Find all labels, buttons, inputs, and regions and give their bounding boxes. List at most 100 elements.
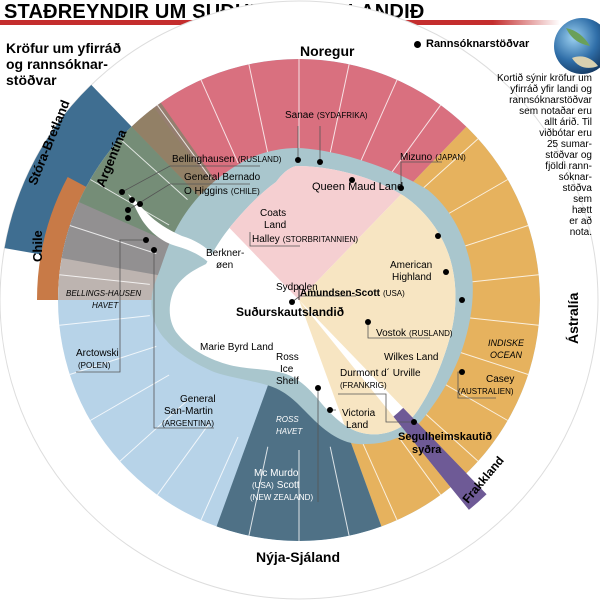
station-dot	[317, 159, 323, 165]
label-american-highland-2: Highland	[392, 272, 431, 283]
label-ross-sea-1: ROSS	[276, 415, 299, 424]
label-queen-maud-land: Queen Maud Land	[312, 181, 403, 193]
station-mcmurdo-2: (USA)Scott	[252, 480, 300, 491]
station-dot	[137, 201, 143, 207]
station-dot-icon	[414, 40, 421, 48]
station-mcmurdo-country-2: (NEW ZEALAND)	[250, 493, 313, 502]
label-wilkes-land: Wilkes Land	[384, 352, 438, 363]
station-dots	[119, 157, 465, 425]
station-dot	[289, 299, 295, 305]
label-ross-sea-2: HAVET	[276, 427, 303, 436]
label-bellingshausen-sea-2: HAVET	[92, 301, 119, 310]
grid-line	[248, 446, 269, 536]
station-dot	[129, 197, 135, 203]
label-center-antarctica: Suðurskautslandið	[236, 305, 344, 319]
station-bellingshausen: Bellinghausen(RUSLAND)	[172, 154, 282, 165]
grid-lines	[59, 59, 539, 541]
label-marie-byrd-land: Marie Byrd Land	[200, 342, 273, 353]
grid-line	[359, 79, 398, 164]
claim-france-wedge	[393, 407, 487, 510]
station-mizuno: Mizuno(JAPAN)	[400, 152, 466, 163]
station-dot	[125, 215, 131, 221]
grid-line	[59, 274, 150, 285]
continent-australia-part	[299, 166, 456, 435]
station-arctowski-name: Arctowski	[76, 348, 119, 359]
claim-uk-band	[4, 84, 132, 259]
claim-label-chile: Chile	[30, 230, 45, 262]
label-magnetic-pole-2: syðra	[412, 444, 442, 456]
label-coats-land-2: Land	[264, 220, 286, 231]
station-dot	[459, 297, 465, 303]
grid-line	[329, 64, 350, 154]
station-mcmurdo-1: Mc Murdo	[254, 468, 299, 479]
station-dot	[315, 385, 321, 391]
station-arctowski-country: (POLEN)	[78, 361, 111, 370]
station-dot	[398, 185, 404, 191]
grid-line	[69, 225, 157, 255]
grid-line	[59, 315, 150, 326]
label-sydpolen: Sydpolen	[276, 282, 318, 293]
label-berkner-1: Berkner-	[206, 248, 244, 259]
grid-line	[119, 138, 188, 201]
antarctic-peninsula	[128, 194, 216, 268]
label-berkner-2: øen	[216, 260, 233, 271]
claim-chile-band	[37, 176, 87, 300]
grid-line	[69, 345, 157, 375]
station-san-martin-country: (ARGENTINA)	[162, 419, 214, 428]
grid-line	[248, 64, 269, 154]
station-dot	[119, 189, 125, 195]
station-dot	[349, 177, 355, 183]
legend-label: Rannsóknarstöðvar	[426, 38, 530, 50]
grid-line	[359, 436, 398, 521]
station-dot	[125, 207, 131, 213]
claim-label-australia: Ástralía	[565, 292, 581, 344]
grid-line	[156, 421, 212, 496]
station-san-martin-1: General	[180, 394, 216, 405]
station-ohiggins-1: General Bernado	[184, 172, 261, 183]
claim-label-norway: Noregur	[300, 43, 355, 59]
claim-new-zealand-sector	[216, 300, 382, 541]
station-dot	[327, 407, 333, 413]
grid-line	[90, 179, 170, 226]
station-durmont-country: (FRANKRIG)	[340, 381, 387, 390]
subtitle: Kröfur um yfirráð og rannsóknar- stöðvar	[6, 40, 122, 88]
station-dot	[365, 319, 371, 325]
station-halley: Halley(STORBRITANNIEN)	[252, 234, 358, 245]
grid-line	[200, 79, 239, 164]
grid-line	[90, 374, 170, 421]
label-coats-land-1: Coats	[260, 208, 286, 219]
station-dot	[411, 419, 417, 425]
grid-line	[200, 436, 239, 521]
station-dot	[459, 369, 465, 375]
legend: Rannsóknarstöðvar	[414, 38, 529, 50]
station-dot	[435, 233, 441, 239]
label-victoria-land-1: Victoria	[342, 408, 376, 419]
station-dot	[443, 269, 449, 275]
globe-icon	[554, 18, 600, 74]
claim-label-new-zealand: Nýja-Sjáland	[256, 549, 340, 565]
label-bellingshausen-sea-1: BELLINGS-HAUSEN	[66, 289, 141, 298]
grid-line	[119, 399, 188, 462]
label-ross-shelf-1: Ross	[276, 352, 299, 363]
info-text: Kortið sýnir kröfur um yfirráð yfir land…	[496, 73, 592, 238]
station-san-martin-2: San-Martin	[164, 406, 213, 417]
station-casey-name: Casey	[486, 374, 514, 385]
grid-line	[386, 104, 442, 179]
station-dot	[143, 237, 149, 243]
station-casey-country: (AUSTRALIEN)	[458, 387, 514, 396]
label-american-highland-1: American	[390, 260, 432, 271]
station-vostok: Vostok(RUSLAND)	[376, 328, 453, 339]
label-indian-ocean-1: INDISKE	[488, 338, 525, 348]
label-victoria-land-2: Land	[346, 420, 368, 431]
continent-australia-east-part	[299, 300, 456, 435]
station-sanae: Sanae(SYDAFRIKA)	[285, 110, 368, 121]
label-ross-shelf-3: Shelf	[276, 376, 299, 387]
station-durmont-name: Durmont d´ Urville	[340, 367, 421, 379]
label-magnetic-pole-1: Segulheimskautið	[398, 431, 492, 443]
station-dot	[295, 157, 301, 163]
station-ohiggins: O Higgins(CHILE)	[184, 186, 260, 197]
station-amundsen: Amundsen-Scott(USA)	[300, 288, 405, 299]
label-indian-ocean-2: OCEAN	[490, 350, 523, 360]
grid-line	[329, 446, 350, 536]
